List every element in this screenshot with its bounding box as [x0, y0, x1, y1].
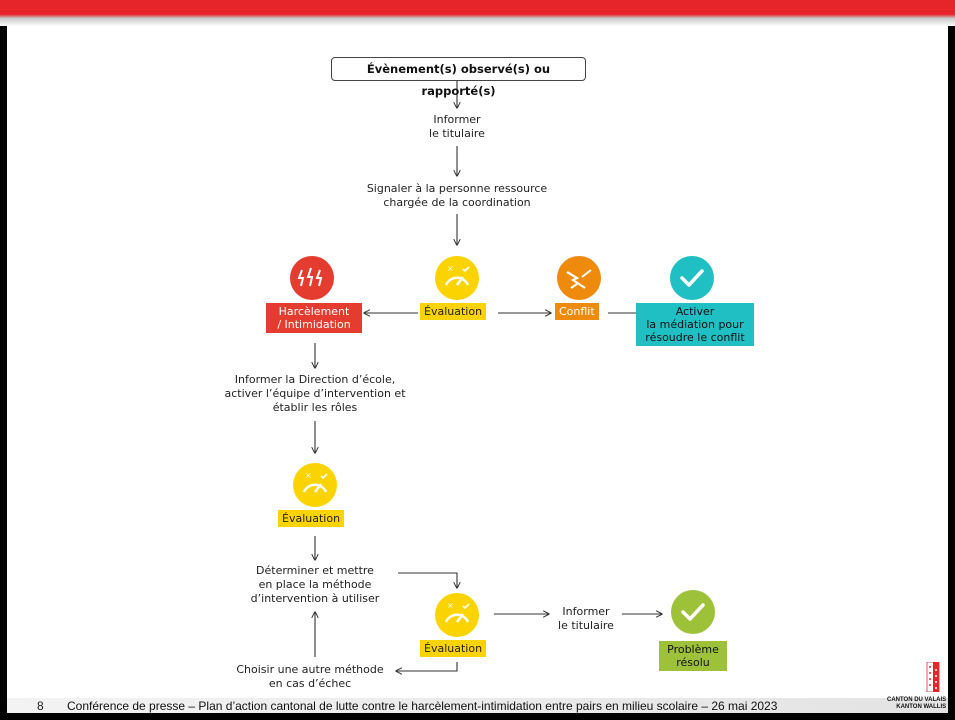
inform-final-line1: Informer — [562, 605, 610, 618]
slide — [7, 7, 948, 713]
resolved-label-line1: Problème — [667, 643, 719, 656]
step-signal-coordinator: Signaler à la personne ressource chargée… — [337, 182, 577, 210]
gauge-icon: × — [435, 256, 479, 300]
arrow-determine-to-eval3 — [398, 572, 457, 588]
conflict-spark-icon — [557, 256, 601, 300]
step-inform-teacher-line1: Informer — [433, 113, 481, 126]
svg-text:×: × — [447, 264, 454, 273]
resolved-label-line2: résolu — [676, 656, 710, 669]
slide-bottom-edge — [0, 713, 955, 720]
slide-left-edge — [0, 0, 7, 720]
logo-line1: CANTON DU VALAIS — [887, 697, 947, 703]
determine-method-line2: en place la méthode — [258, 578, 372, 591]
conflict-label: Conflit — [555, 303, 599, 320]
harassment-label-line2: / Intimidation — [277, 318, 351, 331]
step-determine-method: Déterminer et mettre en place la méthode… — [235, 564, 395, 606]
inform-direction-line1: Informer la Direction d’école, — [234, 373, 396, 386]
step-inform-teacher: Informer le titulaire — [397, 113, 517, 141]
step-inform-teacher-line2: le titulaire — [429, 127, 485, 140]
inform-final-line2: le titulaire — [558, 619, 614, 632]
step-inform-direction: Informer la Direction d’école, activer l… — [210, 373, 420, 415]
mediation-label: Activer la médiation pour résoudre le co… — [636, 303, 754, 346]
footer-caption: Conférence de presse – Plan d’action can… — [67, 699, 778, 713]
mediation-label-line1: Activer — [675, 305, 715, 318]
step-inform-teacher-final: Informer le titulaire — [548, 605, 624, 633]
gauge-icon: × — [435, 593, 479, 637]
canton-valais-logo — [926, 661, 940, 693]
determine-method-line3: d’intervention à utiliser — [250, 592, 380, 605]
choose-other-line1: Choisir une autre méthode — [236, 663, 384, 676]
svg-text:×: × — [447, 601, 454, 610]
canton-valais-logo-text: CANTON DU VALAIS KANTON WALLIS — [887, 697, 946, 711]
evaluation-label-3: Évaluation — [420, 640, 487, 657]
start-event-box: Évènement(s) observé(s) ou rapporté(s) — [331, 57, 586, 98]
harassment-label: Harcèlement / Intimidation — [266, 303, 362, 333]
evaluation-label-2: Évaluation — [278, 510, 345, 527]
footer-bar — [7, 698, 948, 713]
step-choose-other-method: Choisir une autre méthode en cas d’échec — [225, 663, 395, 691]
inform-direction-line2: activer l’équipe d’intervention et — [224, 387, 406, 400]
evaluation-label-1: Évaluation — [420, 303, 487, 320]
choose-other-line2: en cas d’échec — [268, 677, 352, 690]
step-signal-line2: chargée de la coordination — [383, 196, 531, 209]
page-number: 8 — [37, 699, 44, 713]
determine-method-line1: Déterminer et mettre — [256, 564, 374, 577]
checkmark-icon — [670, 256, 714, 300]
svg-text:×: × — [305, 471, 312, 480]
inform-direction-line3: établir les rôles — [272, 401, 358, 414]
step-signal-line1: Signaler à la personne ressource — [366, 182, 548, 195]
checkmark-icon — [671, 590, 715, 634]
lightning-icon — [290, 256, 334, 300]
harassment-label-line1: Harcèlement — [278, 305, 350, 318]
gauge-icon: × — [293, 463, 337, 507]
logo-line2: KANTON WALLIS — [896, 704, 947, 710]
arrow-eval3-to-choose — [396, 662, 458, 671]
mediation-label-line3: résoudre le conflit — [645, 331, 745, 344]
mediation-label-line2: la médiation pour — [646, 318, 744, 331]
resolved-label: Problème résolu — [659, 641, 727, 671]
slide-right-edge — [948, 0, 955, 720]
top-brand-bar — [0, 0, 955, 26]
